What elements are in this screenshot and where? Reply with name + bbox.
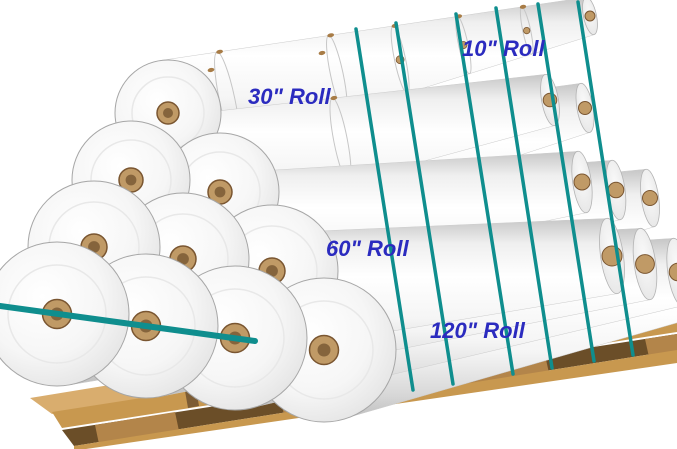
roll-end-core (668, 262, 677, 282)
roll-core-hole (88, 241, 100, 253)
roll-seam-core-mark (207, 67, 215, 73)
roll-core-hole (125, 174, 137, 186)
labels: 30" Roll 10" Roll 60" Roll 120" Roll (248, 36, 545, 343)
pallet-stringer-block (95, 412, 179, 444)
roll-end-core (642, 190, 658, 206)
roll-end-core (635, 254, 655, 274)
roll-core-hole (317, 343, 331, 357)
roll-core-hole (177, 253, 189, 265)
strap-line (536, 2, 596, 363)
roll-seam-core-mark (519, 4, 527, 9)
pallet-stringer-block (645, 334, 677, 357)
roll-core-hole (266, 265, 278, 277)
roll-end-cap (666, 237, 677, 307)
label-10-roll: 10" Roll (462, 36, 545, 61)
roll-stack-faces (0, 59, 397, 423)
roll-seam-core-mark (327, 33, 335, 38)
roll-end-core (578, 101, 592, 115)
roll-seam-core-mark (330, 95, 338, 101)
roll-seam-core-mark (318, 50, 326, 56)
label-30-roll: 30" Roll (248, 84, 331, 109)
roll-face-ring (7, 264, 107, 364)
roll-seam-core-mark (216, 49, 223, 54)
roll-end-core (573, 173, 591, 191)
roll-core-hole (163, 108, 173, 118)
small-roll-core (523, 26, 531, 35)
strap-line (354, 27, 415, 392)
straps (0, 0, 635, 392)
strap-line (494, 6, 554, 370)
roll-end-core (607, 181, 625, 199)
strap-line (576, 0, 635, 357)
strap-line (394, 21, 455, 386)
strap-line (454, 12, 515, 376)
label-60-roll: 60" Roll (326, 236, 409, 261)
core-rod (0, 303, 258, 344)
label-120-roll: 120" Roll (430, 318, 526, 343)
roll-end-core (584, 10, 596, 22)
roll-core-hole (214, 186, 226, 198)
